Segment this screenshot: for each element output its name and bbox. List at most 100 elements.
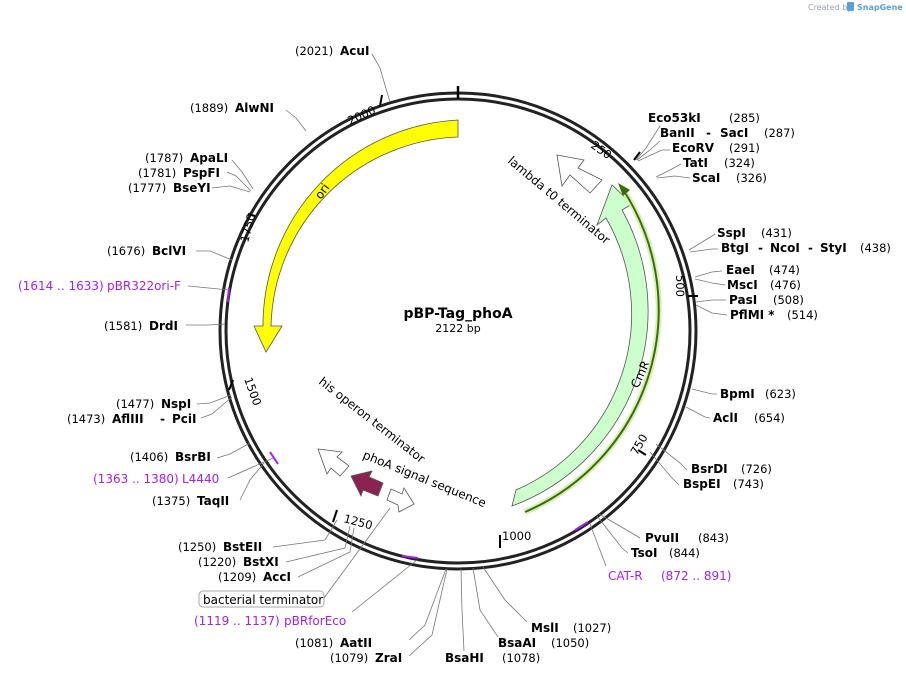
site-nspi: NspI (161, 397, 191, 411)
site-bstxi-pos: (1220) (198, 555, 236, 569)
site-apali-pos: (1787) (145, 151, 183, 165)
site-sspi: SspI (717, 226, 746, 240)
plasmid-size: 2122 bp (435, 322, 480, 335)
site-taqii-pos: (1375) (152, 494, 190, 508)
primers: (1614 .. 1633) pBR322ori-F (1363 .. 1380… (18, 279, 731, 628)
primer-cat-r-range: (872 .. 891) (661, 569, 731, 583)
site-ecorv: EcoRV (672, 141, 715, 155)
site-tsoi: TsoI (631, 546, 657, 560)
credit-text: Created by (808, 3, 852, 12)
site-aatii-pos: (1081) (295, 636, 333, 650)
site-alwni-pos: (1889) (190, 101, 228, 115)
site-alwni: AlwNI (235, 101, 274, 115)
site-banii-pos: (287) (764, 126, 795, 140)
site-taqii: TaqII (197, 494, 229, 508)
site-styi: StyI (820, 241, 847, 255)
site-bsaai-pos: (1050) (551, 636, 589, 650)
primer-cat-r: CAT-R (608, 569, 643, 583)
site-msci-pos: (476) (770, 278, 801, 292)
pbrforeco-mark (401, 555, 419, 559)
phoa-signal-sequence-feature[interactable] (350, 470, 384, 498)
site-ncoi: NcoI (770, 241, 800, 255)
tick-750: 750 (627, 431, 650, 457)
bacterial-terminator-label-box (198, 590, 325, 608)
site-bsrbi: BsrBI (175, 450, 211, 464)
site-ecorv-pos: (291) (729, 141, 760, 155)
cat-r-mark (574, 521, 589, 531)
site-scai: ScaI (692, 171, 720, 185)
site-bpmi: BpmI (720, 387, 755, 401)
tick-500: 500 (673, 275, 687, 297)
site-pasi: PasI (729, 293, 757, 307)
primer-l4440: L4440 (182, 472, 219, 486)
tick-2000: 2000 (345, 103, 377, 128)
plasmid-name: pBP-Tag_phoA (403, 306, 512, 322)
site-pasi-pos: (508) (773, 293, 804, 307)
site-eco53ki: Eco53kI (648, 111, 701, 125)
site-bsteii: BstEII (223, 540, 262, 554)
site-bclvi-pos: (1676) (107, 244, 145, 258)
tick-1750: 1750 (237, 212, 258, 244)
l4440-mark (269, 451, 279, 465)
site-apali: ApaLI (190, 151, 228, 165)
primer-pbr322ori-f: pBR322ori-F (107, 279, 181, 293)
ori-feature[interactable] (253, 119, 459, 353)
site-bsteii-pos: (1250) (178, 540, 216, 554)
cmr-primer-line (524, 187, 660, 513)
site-bsrdi-pos: (726) (741, 462, 772, 476)
site-sspi-pos: (431) (761, 226, 792, 240)
site-bspei: BspEI (683, 477, 721, 491)
tick-1250: 1250 (342, 511, 374, 532)
sites-left: (2021) AcuI (1889) AlwNI (1787) ApaLI (1… (67, 44, 402, 665)
site-eaei-pos: (474) (769, 263, 800, 277)
site-btgi: BtgI (721, 241, 749, 255)
site-msli-pos: (1027) (573, 621, 611, 635)
site-tati: TatI (683, 156, 708, 170)
site-bsahi: BsaHI (445, 651, 484, 665)
site-pcii: PciI (172, 412, 197, 426)
bacterial-terminator-leader (323, 507, 391, 599)
site-acui-pos: (2021) (295, 44, 333, 58)
site-drdi: DrdI (149, 319, 178, 333)
site-pflmi: PflMI * (730, 308, 775, 322)
site-scai-pos: (326) (736, 171, 767, 185)
lambda-t0-terminator-feature[interactable] (556, 154, 603, 194)
snapgene-logo (847, 2, 854, 11)
site-banii-sep: - (706, 126, 711, 140)
site-bstxi: BstXI (243, 555, 279, 569)
site-pvuii: PvuII (645, 531, 679, 545)
credit-brand: SnapGene (857, 3, 903, 12)
site-pflmi-pos: (514) (787, 308, 818, 322)
site-nspi-pos: (1477) (116, 397, 154, 411)
site-msci: MscI (727, 278, 758, 292)
site-aatii: AatII (340, 636, 372, 650)
site-acli: AclI (713, 411, 738, 425)
leaders-right (460, 125, 728, 652)
bacterial-terminator-feature[interactable] (386, 487, 415, 513)
pbr322ori-f-leader (187, 285, 230, 291)
primer-pbr322ori-f-range: (1614 .. 1633) (18, 279, 104, 293)
site-bsrbi-pos: (1406) (130, 450, 168, 464)
cmr-primer-head (618, 183, 630, 196)
leaders-left (186, 53, 448, 657)
site-btgi-pos: (438) (860, 241, 891, 255)
pbrforeco-leader (351, 559, 418, 613)
site-btgi-sep1: - (758, 241, 763, 255)
site-eaei: EaeI (726, 263, 755, 277)
tick-1000: 1000 (502, 529, 531, 543)
cmr-feature[interactable] (511, 184, 649, 507)
site-tati-pos: (324) (724, 156, 755, 170)
site-zrai: ZraI (375, 651, 402, 665)
bacterial-terminator-label: bacterial terminator (203, 593, 323, 607)
site-acli-pos: (654) (754, 411, 785, 425)
tick-1500: 1500 (241, 375, 264, 407)
his-operon-terminator-feature[interactable] (317, 448, 350, 477)
primer-pbrforeco-range: (1119 .. 1137) (194, 614, 280, 628)
tick-marks (228, 94, 698, 548)
site-pspfi: PspFI (183, 166, 220, 180)
site-bspei-pos: (743) (733, 477, 764, 491)
site-acui: AcuI (340, 44, 369, 58)
site-pvuii-pos: (843) (698, 531, 729, 545)
l4440-leader (227, 457, 274, 479)
site-msli: MslI (531, 621, 559, 635)
